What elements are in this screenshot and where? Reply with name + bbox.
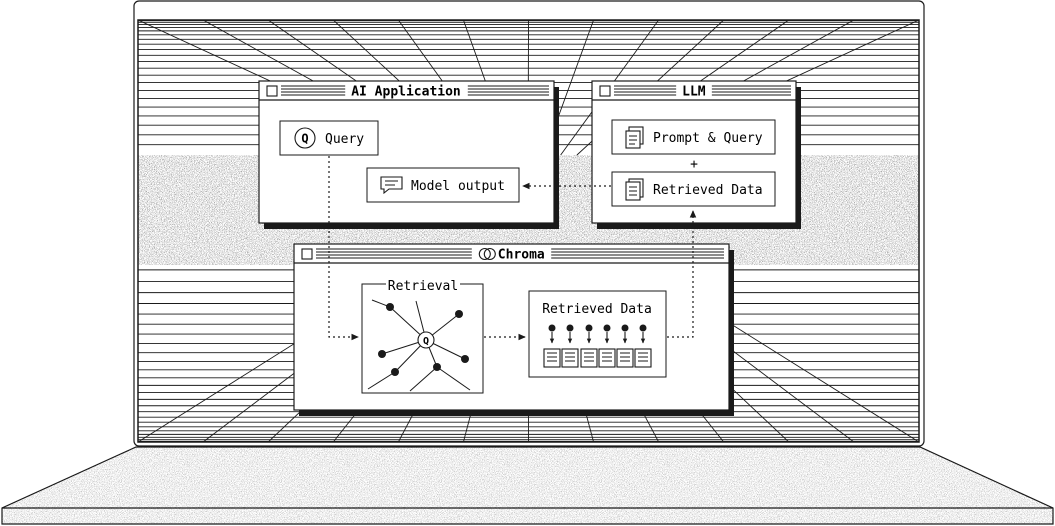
window-close-box[interactable] [266,85,278,97]
retrieved-document [598,324,616,368]
window-title: AI Application [351,85,461,100]
query-q-icon: Q [294,127,316,149]
graph-node [461,355,469,363]
model-output-label: Model output [411,179,505,194]
chroma-window: Chroma Retrieval [293,243,734,416]
svg-text:Q: Q [301,132,308,146]
plus-sign: + [690,157,698,172]
window-title: Chroma [498,248,545,263]
graph-node [455,310,463,318]
arrow-query-to-retrieval [328,156,359,341]
graph-node [386,303,394,311]
retrieved-document [580,324,598,368]
retrieved-data-chroma-label: Retrieved Data [542,302,652,317]
model-output-node: Model output [366,167,520,203]
window-title-bar: Chroma [294,248,729,264]
window-title: LLM [682,85,706,100]
llm-window: LLM Prompt & Query + Retrie [591,80,801,229]
laptop-base [1,446,1054,525]
prompt-document-icon [625,126,644,149]
chat-bubble-icon [380,176,403,195]
graph-node [391,368,399,376]
flow-arrows [328,156,697,341]
retrieved-data-chroma-box: Retrieved Data [528,290,667,378]
prompt-query-node: Prompt & Query [611,119,776,155]
retrieval-box: Retrieval [361,279,484,394]
window-title-bar: AI Application [259,85,554,101]
retrieved-document [543,324,561,368]
prompt-query-label: Prompt & Query [653,131,763,146]
window-title-bar: LLM [592,85,796,101]
window-close-box[interactable] [599,85,611,97]
svg-text:Q: Q [423,336,429,347]
window-close-box[interactable] [301,248,313,260]
retrieved-document [634,324,652,368]
query-node: Q Query [279,120,379,156]
query-label: Query [325,132,364,147]
graph-node [433,363,441,371]
retrieval-label: Retrieval [388,279,458,294]
graph-node [378,350,386,358]
query-center-icon: Q [417,331,435,349]
retrieved-data-llm-node: Retrieved Data [611,171,776,207]
retrieved-document [616,324,634,368]
arrow-retrieved-data-to-llm [667,210,697,338]
documents-stack-icon [625,178,644,201]
chroma-logo-icon [478,247,496,261]
retrieved-data-llm-label: Retrieved Data [653,183,763,198]
ai-application-window: AI Application Q Query Model output [258,80,559,229]
retrieved-document [561,324,579,368]
